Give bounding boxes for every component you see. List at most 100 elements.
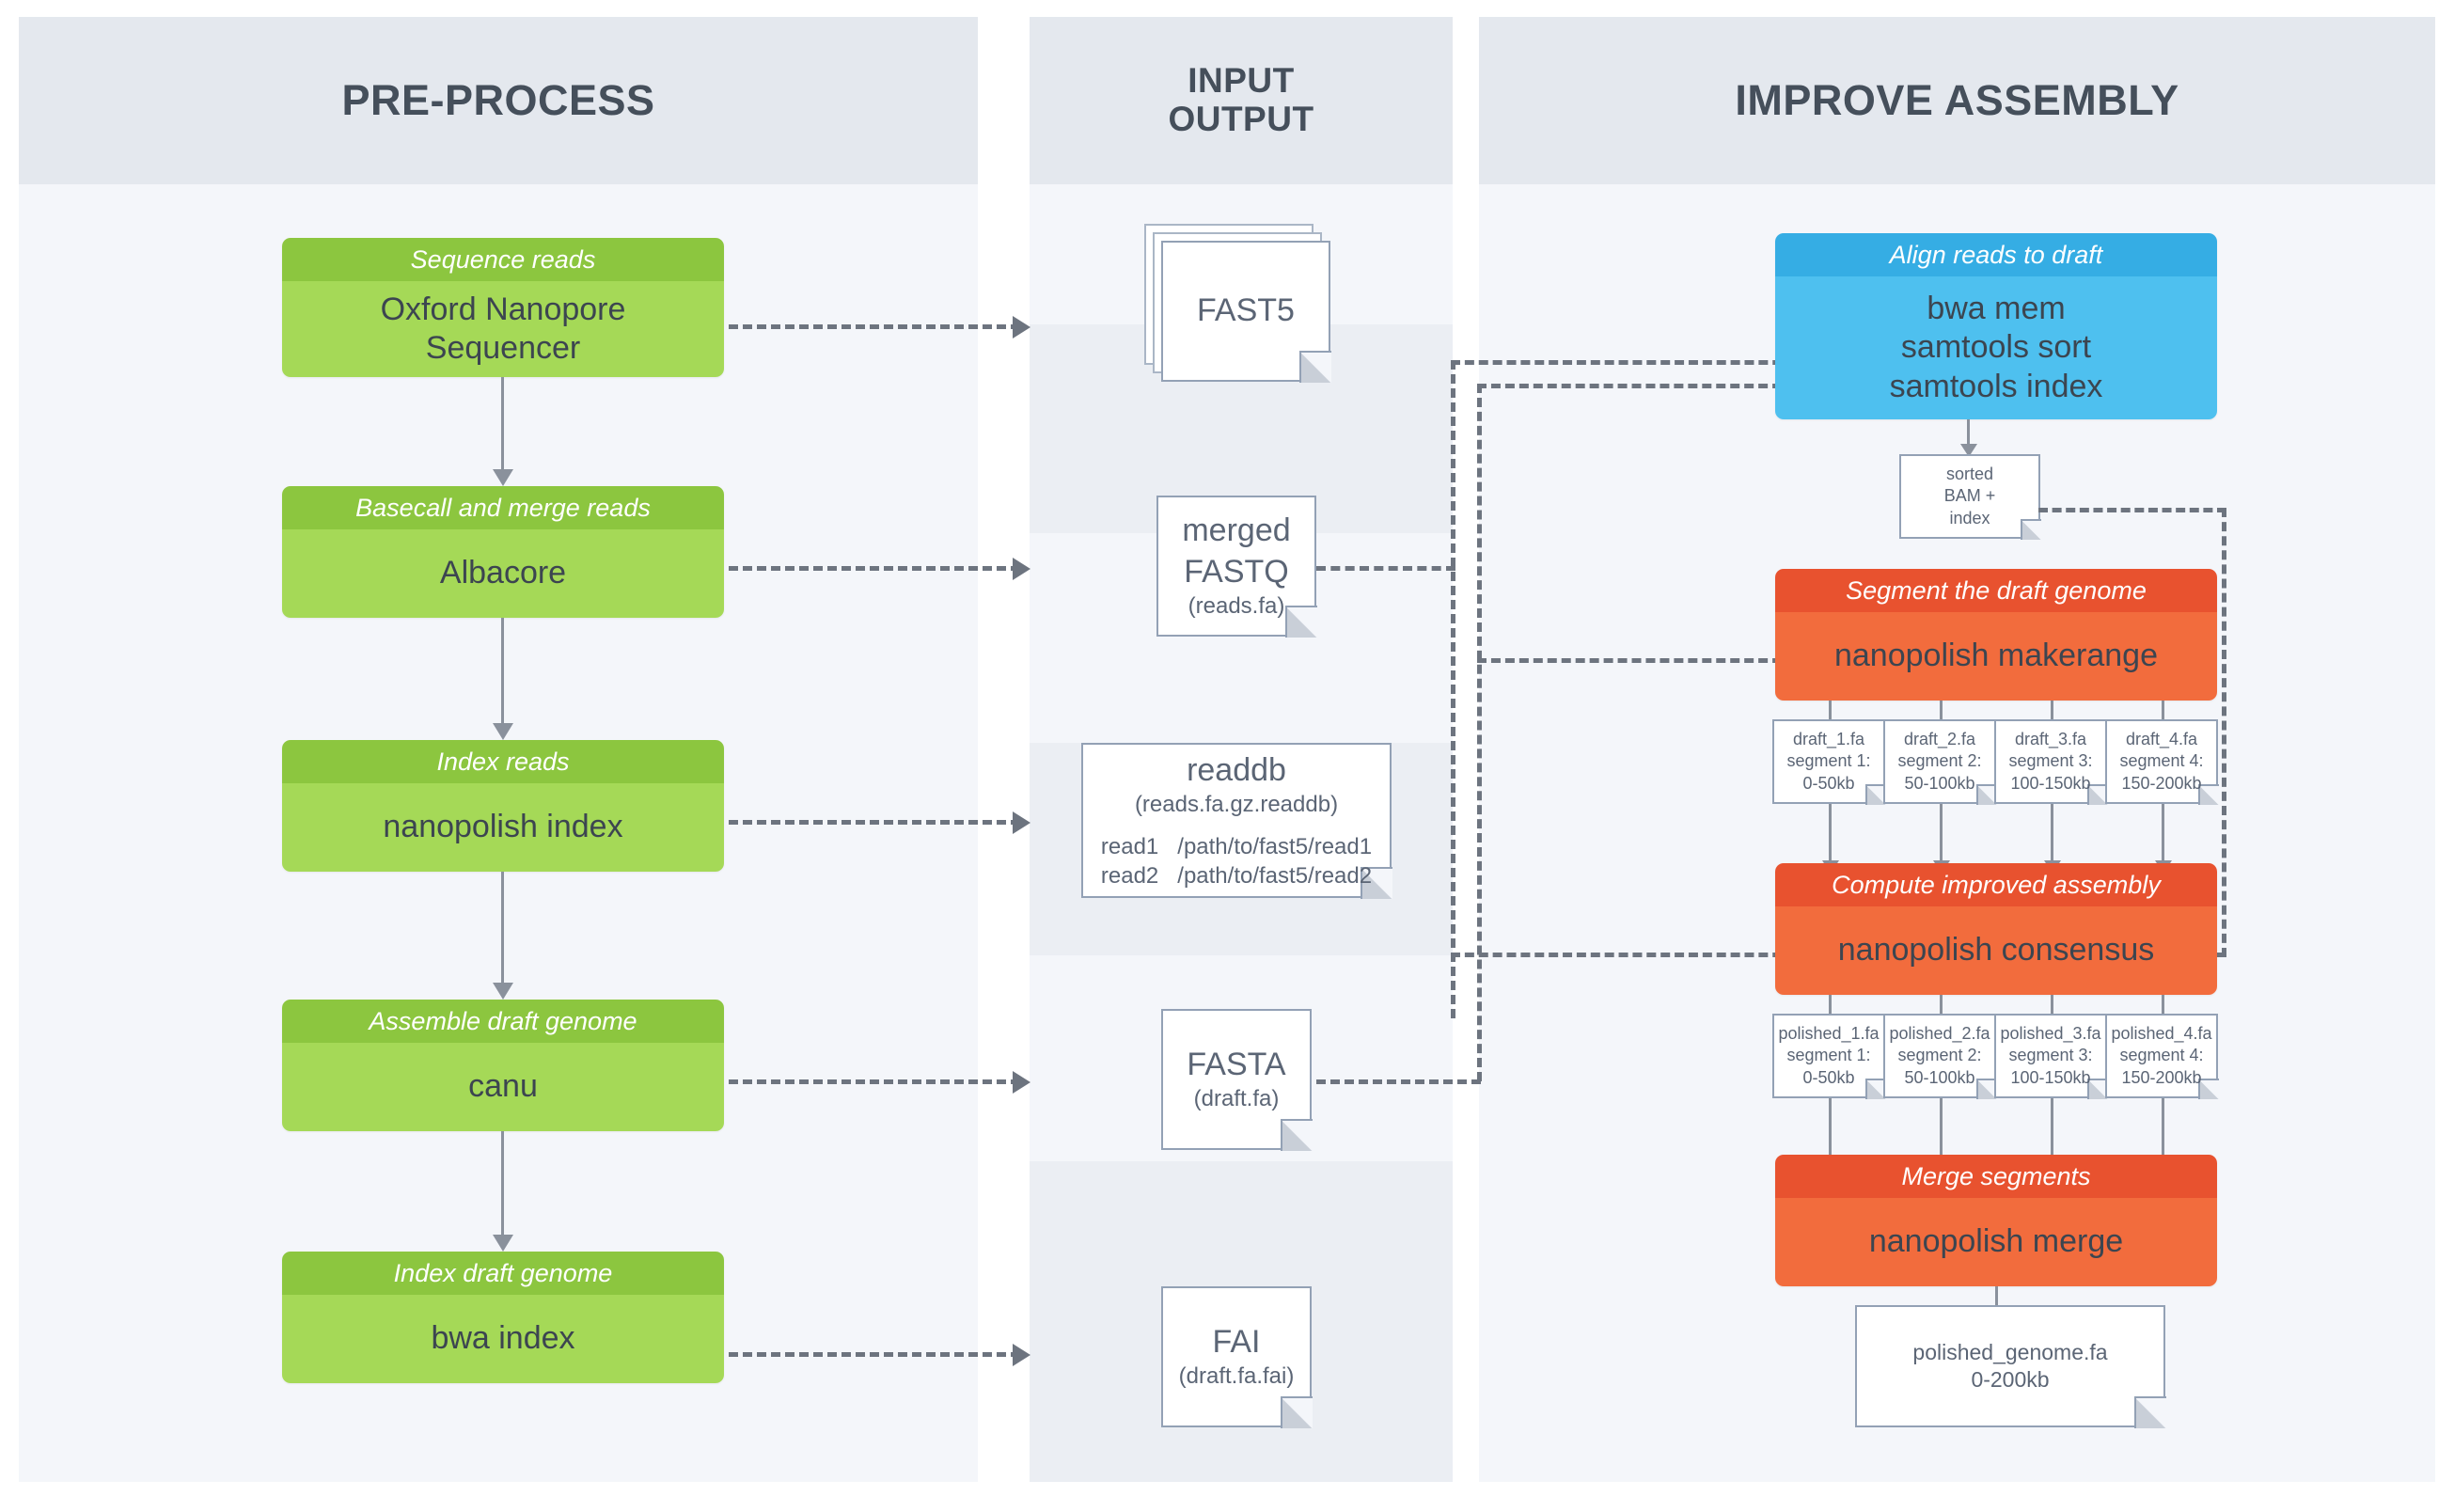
- flow-line: [501, 872, 504, 984]
- file-draft-segment-2[interactable]: draft_2.fa segment 2: 50-100kb: [1883, 719, 1997, 805]
- file-polished-segment-1[interactable]: polished_1.fa segment 1: 0-50kb: [1772, 1014, 1886, 1099]
- page-fold-icon: [2087, 784, 2108, 805]
- file-readdb[interactable]: readdb (reads.fa.gz.readdb) read1 /path/…: [1081, 743, 1392, 899]
- file-fai-label: FAI (draft.fa.fai): [1161, 1286, 1312, 1427]
- file-line: draft_3.fa: [2014, 729, 2087, 748]
- file-fai[interactable]: FAI (draft.fa.fai): [1161, 1286, 1313, 1428]
- file-line: 50-100kb: [1904, 773, 1975, 793]
- file-title: FAI: [1212, 1323, 1261, 1360]
- dashed-connector: [729, 1352, 1020, 1357]
- dashed-connector: [1451, 953, 1810, 957]
- page-fold-icon: [1281, 1396, 1313, 1428]
- dashed-connector: [729, 566, 1020, 571]
- file-line: segment 2:: [1897, 1046, 1982, 1065]
- dashed-arrow: [1013, 1071, 1030, 1094]
- flow-line: [2051, 804, 2053, 862]
- column-title-preprocess: PRE-PROCESS: [341, 76, 655, 125]
- file-draft-segment-1-label: draft_1.fa segment 1: 0-50kb: [1772, 719, 1885, 804]
- step-segment-draft-body: nanopolish makerange: [1775, 612, 2217, 701]
- column-title-improve: IMPROVE ASSEMBLY: [1735, 76, 2179, 125]
- page-fold-icon: [1299, 351, 1331, 383]
- file-sheet: [1899, 454, 2040, 539]
- file-line: 0-200kb: [1971, 1367, 2050, 1392]
- file-polished-segment-2[interactable]: polished_2.fa segment 2: 50-100kb: [1883, 1014, 1997, 1099]
- step-basecall-merge[interactable]: Basecall and merge reads Albacore: [282, 486, 724, 618]
- file-sorted-bam-label: sorted BAM + index: [1899, 454, 2040, 539]
- file-title: FAST5: [1197, 292, 1295, 329]
- step-line: nanopolish consensus: [1837, 932, 2155, 969]
- file-draft-segment-4[interactable]: draft_4.fa segment 4: 150-200kb: [2105, 719, 2219, 805]
- file-merged-fastq[interactable]: merged FASTQ (reads.fa): [1156, 496, 1317, 638]
- file-line: 0-50kb: [1802, 773, 1855, 793]
- file-draft-segment-1[interactable]: draft_1.fa segment 1: 0-50kb: [1772, 719, 1886, 805]
- step-sequence-reads-header: Sequence reads: [282, 238, 724, 281]
- step-index-reads[interactable]: Index reads nanopolish index: [282, 740, 724, 872]
- dashed-connector: [729, 820, 1020, 825]
- step-compute-improved-assembly-header: Compute improved assembly: [1775, 863, 2217, 906]
- file-draft-segment-4-label: draft_4.fa segment 4: 150-200kb: [2105, 719, 2218, 804]
- file-line: segment 2:: [1897, 751, 1982, 771]
- file-line: 150-200kb: [2121, 1067, 2202, 1087]
- step-merge-segments[interactable]: Merge segments nanopolish merge: [1775, 1155, 2217, 1286]
- page-fold-icon: [1285, 606, 1317, 638]
- dashed-connector: [1477, 658, 1810, 663]
- step-merge-segments-header: Merge segments: [1775, 1155, 2217, 1198]
- file-polished-segment-2-label: polished_2.fa segment 2: 50-100kb: [1883, 1014, 1996, 1098]
- step-index-draft-genome[interactable]: Index draft genome bwa index: [282, 1252, 724, 1383]
- page-fold-icon: [1281, 1119, 1313, 1151]
- column-title-io-line1: INPUT: [1188, 61, 1295, 101]
- file-fasta[interactable]: FASTA (draft.fa): [1161, 1009, 1313, 1151]
- step-segment-draft[interactable]: Segment the draft genome nanopolish make…: [1775, 569, 2217, 701]
- file-title: merged: [1182, 512, 1291, 549]
- file-merged-fastq-label: merged FASTQ (reads.fa): [1156, 496, 1316, 637]
- step-compute-improved-assembly[interactable]: Compute improved assembly nanopolish con…: [1775, 863, 2217, 995]
- file-line: polished_1.fa: [1778, 1023, 1880, 1043]
- flow-line: [501, 618, 504, 725]
- file-line: segment 1:: [1786, 1046, 1871, 1065]
- dashed-arrow: [1013, 316, 1030, 339]
- file-line: segment 3:: [2008, 751, 2093, 771]
- file-polished-segment-4[interactable]: polished_4.fa segment 4: 150-200kb: [2105, 1014, 2219, 1099]
- page-fold-icon: [2198, 784, 2219, 805]
- file-polished-genome-label: polished_genome.fa 0-200kb: [1855, 1305, 2165, 1427]
- flow-line: [1940, 804, 1943, 862]
- step-line: Albacore: [439, 555, 567, 591]
- flow-arrow: [1960, 444, 1977, 457]
- file-line: segment 4:: [2119, 751, 2204, 771]
- step-align-reads-header: Align reads to draft: [1775, 233, 2217, 276]
- flow-line: [1940, 995, 1943, 1014]
- file-sorted-bam[interactable]: sorted BAM + index: [1899, 454, 2041, 540]
- file-line: 150-200kb: [2121, 773, 2202, 793]
- flow-line: [501, 377, 504, 471]
- step-align-reads-body: bwa mem samtools sort samtools index: [1775, 276, 2217, 419]
- file-draft-segment-3-label: draft_3.fa segment 3: 100-150kb: [1994, 719, 2107, 804]
- step-sequence-reads[interactable]: Sequence reads Oxford Nanopore Sequencer: [282, 238, 724, 377]
- step-assemble-draft[interactable]: Assemble draft genome canu: [282, 1000, 724, 1131]
- dashed-connector: [2038, 508, 2226, 512]
- readdb-row: read2 /path/to/fast5/read2: [1100, 862, 1373, 889]
- flow-line: [2162, 804, 2164, 862]
- flow-line: [2162, 701, 2164, 719]
- dashed-connector: [1477, 384, 1810, 388]
- column-header-io: INPUT OUTPUT: [1030, 17, 1453, 184]
- step-align-reads[interactable]: Align reads to draft bwa mem samtools so…: [1775, 233, 2217, 419]
- page-fold-icon: [1865, 784, 1886, 805]
- file-polished-genome[interactable]: polished_genome.fa 0-200kb: [1855, 1305, 2166, 1428]
- file-line: polished_genome.fa: [1912, 1339, 2108, 1364]
- step-index-draft-genome-body: bwa index: [282, 1295, 724, 1383]
- flow-arrow: [493, 723, 513, 740]
- step-line: samtools sort: [1900, 329, 2092, 366]
- file-line: 0-50kb: [1802, 1067, 1855, 1087]
- flow-line: [1829, 995, 1832, 1014]
- file-draft-segment-2-label: draft_2.fa segment 2: 50-100kb: [1883, 719, 1996, 804]
- file-draft-segment-3[interactable]: draft_3.fa segment 3: 100-150kb: [1994, 719, 2108, 805]
- step-assemble-draft-header: Assemble draft genome: [282, 1000, 724, 1043]
- file-line: polished_2.fa: [1889, 1023, 1990, 1043]
- file-fast5[interactable]: FAST5: [1144, 224, 1331, 383]
- file-fasta-label: FASTA (draft.fa): [1161, 1009, 1312, 1150]
- step-line: nanopolish makerange: [1833, 638, 2159, 674]
- page-fold-icon: [1361, 867, 1392, 899]
- step-line: bwa mem: [1927, 290, 2066, 326]
- page-fold-icon: [2021, 519, 2041, 540]
- file-polished-segment-3[interactable]: polished_3.fa segment 3: 100-150kb: [1994, 1014, 2108, 1099]
